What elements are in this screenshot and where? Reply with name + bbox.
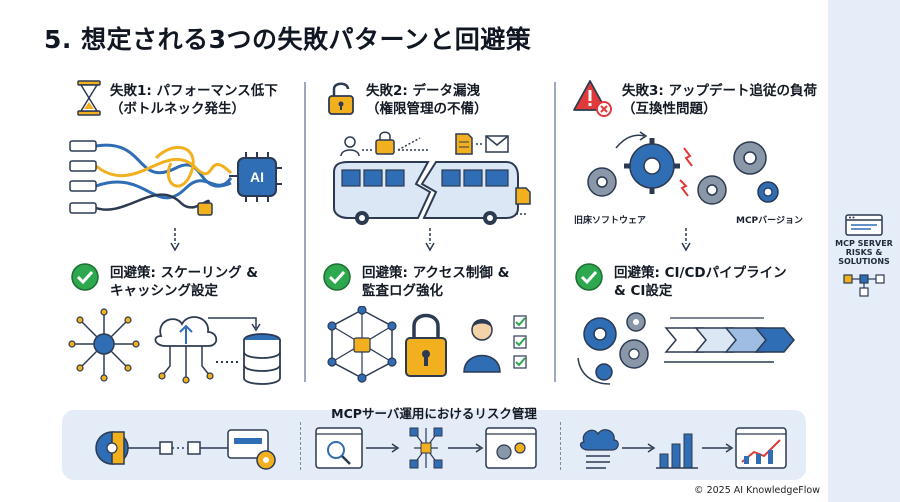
check-icon (323, 263, 351, 291)
access-control-diagram (327, 306, 527, 383)
hourglass-icon (77, 80, 101, 116)
bottom-divider-1 (300, 422, 301, 470)
arrow-down-2 (425, 228, 435, 252)
solution-2-title: 回避策: アクセス制御 & 監査ログ強化 (362, 265, 510, 299)
check-icon (575, 263, 603, 291)
solution-3-title: 回避策: CI/CDパイプライン & CI設定 (614, 265, 787, 299)
network-nodes-icon (843, 274, 885, 297)
broken-bus-diagram (333, 131, 531, 225)
solution-1-title: 回避策: スケーリング & キャッシング設定 (110, 265, 259, 299)
analysis-flow-icon (315, 427, 537, 469)
bottom-divider-2 (560, 422, 561, 470)
server-pipeline-icon (95, 429, 276, 470)
column-divider-1 (304, 82, 306, 382)
column-divider-2 (554, 82, 556, 382)
failure-3-title: 失敗3: アップデート追従の負荷 （互換性問題） (622, 83, 817, 117)
copyright: © 2025 AI KnowledgeFlow (694, 485, 820, 496)
legacy-software-caption: 旧床ソフトウェア (574, 216, 647, 226)
scaling-caching-diagram (68, 308, 281, 385)
growth-chart-flow-icon (579, 427, 787, 469)
side-panel-label: MCP SERVER RISKS & SOLUTIONS (835, 239, 893, 266)
ai-chip-label: AI (250, 169, 264, 185)
side-panel (828, 0, 900, 502)
page-title: 5. 想定される3つの失敗パターンと回避策 (44, 25, 532, 54)
cicd-pipeline-diagram (577, 312, 795, 385)
tangled-cables-diagram: AI (69, 140, 282, 216)
arrow-down-3 (681, 228, 691, 252)
mcp-version-caption: MCPバージョン (736, 216, 803, 226)
check-icon (71, 263, 99, 291)
risk-management-title: MCPサーバ運用におけるリスク管理 (331, 406, 537, 421)
warning-icon (573, 80, 612, 117)
browser-window-icon (845, 214, 883, 236)
failure-2-title: 失敗2: データ漏洩 （権限管理の不備） (366, 83, 488, 117)
failure-1-title: 失敗1: パフォーマンス低下 （ボトルネック発生） (110, 83, 278, 117)
gears-diagram (587, 131, 779, 205)
arrow-down-1 (170, 228, 180, 252)
unlocked-padlock-icon (328, 82, 354, 115)
